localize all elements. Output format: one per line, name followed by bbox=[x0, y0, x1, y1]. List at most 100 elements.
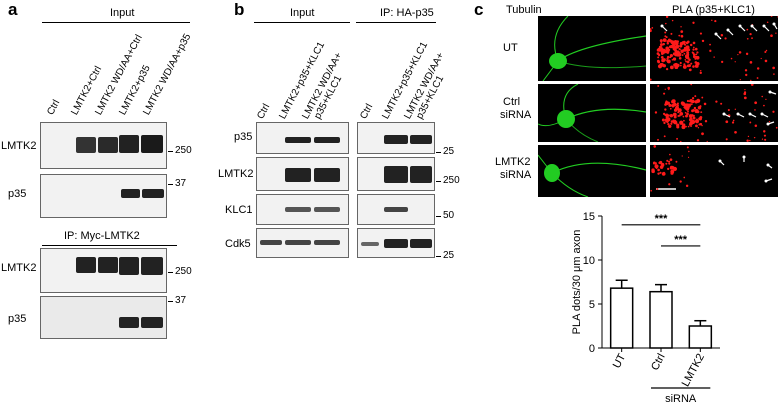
pla-dot bbox=[657, 84, 660, 87]
pla-dot bbox=[734, 108, 737, 110]
pla-dot bbox=[715, 100, 718, 103]
blot-a-ip-p35 bbox=[40, 296, 167, 339]
pla-dot bbox=[688, 68, 692, 72]
pla-dot bbox=[667, 122, 670, 126]
arrow-marker bbox=[722, 112, 731, 118]
pla-dot bbox=[756, 77, 759, 79]
arrow-marker bbox=[766, 163, 773, 169]
row-label-p35: p35 bbox=[8, 188, 27, 200]
pla-dot bbox=[743, 91, 747, 94]
pla-dot bbox=[692, 48, 695, 51]
pla-dot bbox=[770, 34, 773, 38]
lane-label: Ctrl bbox=[45, 98, 63, 117]
pla-dot bbox=[669, 56, 672, 59]
pla-dot bbox=[668, 38, 670, 41]
pla-dot bbox=[661, 58, 665, 63]
pla-dot bbox=[775, 32, 777, 34]
panel-b-ip-line bbox=[356, 22, 436, 23]
pla-dot bbox=[681, 155, 683, 157]
micrograph-tubulin-ut bbox=[538, 16, 646, 81]
pla-dot bbox=[734, 130, 737, 134]
panel-c-letter: c bbox=[474, 0, 484, 19]
pla-dot bbox=[737, 54, 739, 56]
pla-dot bbox=[704, 119, 708, 123]
pla-dot bbox=[753, 136, 756, 139]
pla-dot bbox=[670, 66, 673, 69]
pla-dot bbox=[761, 138, 764, 140]
pla-dot bbox=[670, 169, 675, 174]
x-tick-label: LMTK2 bbox=[680, 352, 707, 389]
pla-dot bbox=[679, 61, 682, 65]
pla-dot bbox=[659, 171, 662, 174]
pla-dot bbox=[657, 168, 660, 172]
pla-dot bbox=[665, 67, 669, 71]
pla-dot bbox=[670, 122, 673, 125]
pla-dot bbox=[699, 32, 703, 35]
pla-dot bbox=[655, 167, 658, 170]
pla-dot bbox=[692, 53, 696, 57]
pla-dot bbox=[670, 39, 673, 42]
blot-a-input-lmtk2 bbox=[40, 122, 167, 169]
pla-dot bbox=[661, 118, 665, 122]
y-tick-label: 10 bbox=[583, 255, 595, 267]
pla-dot bbox=[693, 46, 695, 49]
x-tick-label: Ctrl bbox=[649, 352, 668, 373]
pla-dot bbox=[691, 51, 694, 54]
marker-tick bbox=[436, 152, 441, 153]
pla-dot bbox=[661, 53, 663, 56]
pla-dot bbox=[699, 71, 702, 75]
arrow-marker bbox=[718, 159, 725, 166]
pla-dot bbox=[696, 98, 701, 103]
pla-dot bbox=[746, 139, 749, 142]
pla-dot bbox=[766, 21, 769, 24]
pla-dot bbox=[690, 84, 693, 86]
pla-dot bbox=[694, 47, 698, 51]
pla-dot bbox=[673, 108, 678, 112]
pla-dot bbox=[665, 162, 668, 165]
marker-tick bbox=[436, 256, 441, 257]
pla-dot bbox=[714, 20, 717, 23]
pla-dot bbox=[663, 135, 666, 138]
blot-b-ip-p35 bbox=[357, 122, 435, 154]
pla-dot bbox=[657, 56, 660, 59]
pla-dot bbox=[692, 65, 695, 68]
pla-dot bbox=[772, 110, 775, 113]
pla-dot bbox=[673, 102, 677, 107]
pla-dot bbox=[751, 37, 753, 40]
pla-dot bbox=[679, 44, 683, 48]
pla-dot bbox=[668, 162, 671, 165]
row-label-lmtk2: LMTK2 bbox=[1, 140, 37, 152]
pla-dot bbox=[695, 53, 698, 56]
arrow-marker bbox=[766, 121, 775, 126]
arrow-marker bbox=[748, 112, 757, 118]
pla-dot bbox=[662, 64, 666, 68]
pla-dot bbox=[727, 108, 730, 112]
pla-dot bbox=[749, 121, 752, 124]
row-label-p35: p35 bbox=[8, 313, 27, 325]
pla-dot bbox=[696, 61, 700, 66]
pla-dot bbox=[691, 109, 694, 113]
pla-dot bbox=[686, 64, 690, 68]
arrow-marker bbox=[764, 178, 773, 183]
pla-dot bbox=[668, 88, 670, 91]
pla-dot bbox=[660, 162, 665, 167]
pla-dot bbox=[749, 61, 753, 64]
marker-tick bbox=[168, 184, 173, 185]
pla-dot bbox=[745, 73, 748, 77]
pla-dot bbox=[749, 33, 752, 36]
pla-dot bbox=[688, 58, 691, 61]
arrow-marker bbox=[726, 28, 734, 36]
arrow-marker bbox=[768, 90, 777, 95]
pla-dot bbox=[746, 28, 749, 31]
pla-dot bbox=[688, 150, 690, 153]
pla-dot bbox=[686, 99, 690, 103]
pla-dot bbox=[694, 95, 697, 98]
pla-dot bbox=[720, 33, 724, 37]
row-label-p35: p35 bbox=[234, 131, 253, 143]
pla-dot bbox=[675, 42, 678, 46]
row-label-klc1: KLC1 bbox=[225, 204, 253, 216]
pla-dot bbox=[696, 139, 700, 142]
row-label-lmtk2: LMTK2 bbox=[495, 156, 531, 168]
row-label-cdk5: Cdk5 bbox=[225, 238, 251, 250]
